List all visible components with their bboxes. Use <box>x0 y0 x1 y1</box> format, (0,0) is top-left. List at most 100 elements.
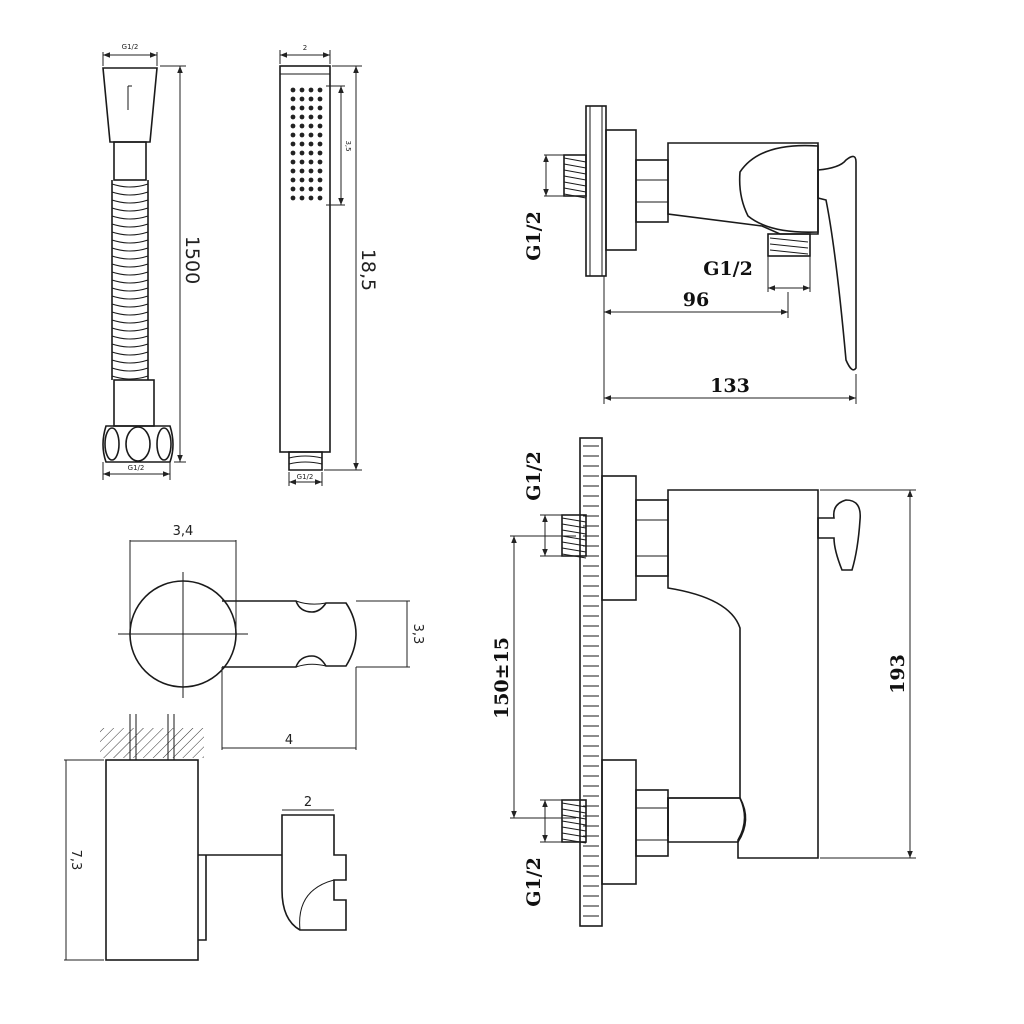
hose-ring <box>111 303 149 308</box>
nozzle-dot <box>299 195 305 201</box>
holder-side-view: 7,3 2 <box>64 714 347 961</box>
thread-line <box>561 826 587 832</box>
nozzle-dot <box>290 159 296 165</box>
nozzle-dot <box>299 96 305 102</box>
handshower-thread-label: G1/2 <box>297 473 314 481</box>
hose-body <box>111 183 149 380</box>
nozzle-dot <box>308 96 314 102</box>
nozzle-dot <box>308 141 314 147</box>
mixer-front-bottom-nut <box>635 789 669 857</box>
nozzle-dot <box>308 186 314 192</box>
thread-line <box>563 175 587 181</box>
mixer-side-lever <box>817 155 857 371</box>
holder-diameter-label: 3,4 <box>173 524 194 539</box>
mixer-side-outlet-label: G1/2 <box>703 258 753 280</box>
nozzle-dot <box>308 87 314 93</box>
mixer-side-body <box>667 142 819 235</box>
holder-side-width-label: 2 <box>304 795 312 810</box>
nozzle-dot <box>317 123 323 129</box>
hose-ring <box>111 255 149 260</box>
nozzle-dot <box>317 105 323 111</box>
nozzle-dot <box>308 132 314 138</box>
hose-ring <box>111 343 149 348</box>
mixer-front-wall-ticks <box>583 445 599 917</box>
mixer-front-center-distance-label: 150±15 <box>491 637 513 719</box>
nozzle-dot <box>317 96 323 102</box>
hose-ring <box>111 199 149 204</box>
hose-ring <box>111 359 149 364</box>
holder-base-plate <box>105 759 199 961</box>
nozzle-dot <box>299 177 305 183</box>
mixer-front-top-flange <box>601 475 637 601</box>
thread-line <box>563 181 587 187</box>
nozzle-dot <box>317 114 323 120</box>
hose-ring <box>111 207 149 212</box>
hose-ring <box>111 223 149 228</box>
thread-line <box>561 802 587 808</box>
nozzle-dot <box>299 105 305 111</box>
mixer-front-top-nut <box>635 499 669 577</box>
holder-neck <box>198 854 282 941</box>
wall-hatch <box>100 728 204 758</box>
mixer-front-view: G1/2 G1/2 150±15 193 <box>491 437 916 927</box>
hose-ring <box>111 247 149 252</box>
thread-line <box>563 157 587 163</box>
handshower-length-label: 18,5 <box>357 249 379 291</box>
handshower-nozzle-grid <box>290 87 323 201</box>
mixer-front-top-thread-label: G1/2 <box>523 451 545 501</box>
thread-line <box>561 814 587 820</box>
nozzle-dot <box>290 87 296 93</box>
hose-ring <box>111 239 149 244</box>
mixer-side-nut <box>635 159 669 223</box>
hose-ring <box>111 327 149 332</box>
hose-ring <box>111 367 149 372</box>
nozzle-dot <box>317 87 323 93</box>
mixer-side-outlet-thread <box>767 233 811 257</box>
hose-ring <box>111 191 149 196</box>
mixer-front-wall-strip <box>579 437 603 927</box>
hose-ring <box>111 311 149 316</box>
nozzle-dot <box>299 168 305 174</box>
handshower-spray-label: 3,5 <box>344 140 352 151</box>
hose-ring <box>111 335 149 340</box>
nozzle-dot <box>299 123 305 129</box>
thread-line <box>561 820 587 826</box>
holder-top-view: 3,4 3,3 4 <box>118 524 425 750</box>
mixer-front-inlet-threads <box>561 514 587 844</box>
hose-view: G1/2 G1/2 1500 <box>102 43 203 480</box>
mixer-side-inlet-thread <box>563 154 587 199</box>
thread-line <box>561 808 587 814</box>
hose-ring <box>111 231 149 236</box>
hose-ring <box>111 183 149 188</box>
hose-top-nut <box>102 67 158 143</box>
mixer-side-flange <box>605 129 637 251</box>
nozzle-dot <box>290 114 296 120</box>
thread-line <box>563 169 587 175</box>
mixer-side-view: G1/2 G1/2 96 133 <box>523 105 857 404</box>
nozzle-dot <box>317 195 323 201</box>
hose-ring <box>111 319 149 324</box>
nozzle-dot <box>299 159 305 165</box>
nozzle-dot <box>290 96 296 102</box>
nozzle-dot <box>308 168 314 174</box>
thread-line <box>561 838 587 844</box>
thread-line <box>561 547 587 553</box>
nozzle-dot <box>308 195 314 201</box>
thread-line <box>561 535 587 541</box>
holder-arm <box>222 600 357 668</box>
mixer-front-bottom-thread-label: G1/2 <box>523 857 545 907</box>
nozzle-dot <box>317 132 323 138</box>
handshower-body <box>279 65 331 453</box>
nozzle-dot <box>317 186 323 192</box>
nozzle-dot <box>308 114 314 120</box>
hose-bottom-nut <box>102 425 174 463</box>
thread-line <box>561 523 587 529</box>
nozzle-dot <box>290 150 296 156</box>
mixer-side-total-depth-label: 133 <box>710 375 750 397</box>
nozzle-dot <box>317 168 323 174</box>
nozzle-dot <box>299 132 305 138</box>
mixer-side-outlet-distance-label: 96 <box>683 289 709 311</box>
mixer-front-lever <box>817 499 862 571</box>
hose-length-label: 1500 <box>181 236 203 284</box>
